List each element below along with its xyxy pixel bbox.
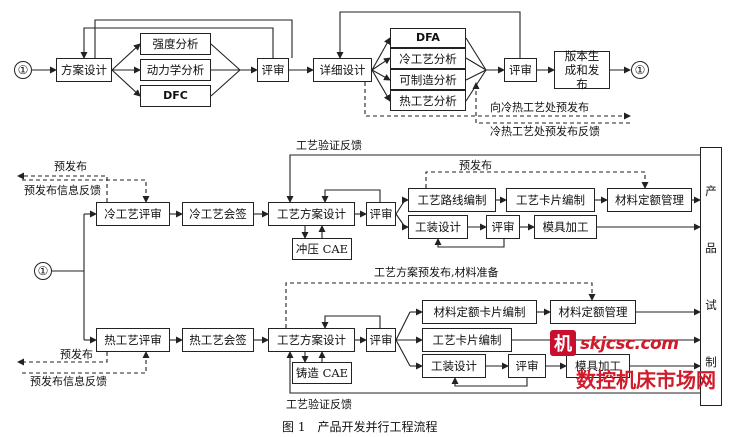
trial-char-2: 品 (705, 240, 717, 255)
figure-caption: 图 1 产品开发并行工程流程 (282, 420, 438, 434)
review-box-tooling: 评审 (486, 215, 520, 239)
pre-release-label-hot: 预发布 (60, 348, 93, 361)
material-quota-card-box: 材料定额卡片编制 (422, 300, 537, 324)
material-quota-mgmt-box: 材料定额管理 (607, 188, 692, 212)
process-card-edit-box: 工艺卡片编制 (506, 188, 595, 212)
review-box-1: 评审 (257, 58, 289, 82)
pre-release-label-cold: 预发布 (54, 160, 87, 173)
end-circle: ① (631, 61, 649, 79)
detail-design-box: 详细设计 (313, 58, 372, 82)
review-box-tooling-2: 评审 (508, 354, 546, 378)
dfa-box: DFA (390, 28, 466, 48)
hot-process-review-box: 热工艺评审 (96, 328, 170, 352)
material-quota-mgmt-box-2: 材料定额管理 (550, 300, 636, 324)
version-release-box: 版本生成和发布 (554, 49, 610, 91)
scheme-design-box: 方案设计 (56, 58, 112, 82)
hot-process-sign-box: 热工艺会签 (182, 328, 254, 352)
watermark-url: skjcsc.com (580, 334, 679, 354)
hot-pre-release-label: 工艺方案预发布,材料准备 (374, 266, 499, 279)
product-trial-box: 产 品 试 制 (700, 147, 722, 406)
pre-release-label-cold-2: 预发布 (459, 159, 492, 172)
strength-analysis-box: 强度分析 (140, 33, 211, 55)
start-circle: ① (14, 61, 32, 79)
dynamics-analysis-box: 动力学分析 (140, 59, 211, 81)
casting-cae-box: 铸造 CAE (292, 362, 352, 384)
pre-release-feedback-label: 冷热工艺处预发布反馈 (490, 125, 600, 138)
trial-char-1: 产 (705, 183, 717, 198)
mold-processing-box: 模具加工 (534, 215, 597, 239)
pre-release-info-feedback-cold: 预发布信息反馈 (24, 184, 101, 197)
hot-analysis-box: 热工艺分析 (390, 90, 466, 111)
stamping-cae-box: 冲压 CAE (292, 238, 352, 260)
pre-release-label: 向冷热工艺处预发布 (490, 101, 589, 114)
process-verification-feedback-bottom: 工艺验证反馈 (286, 398, 352, 411)
dfc-box: DFC (140, 85, 211, 107)
tooling-design-box-2: 工装设计 (422, 354, 486, 378)
process-route-edit-box: 工艺路线编制 (408, 188, 496, 212)
review-box-hot: 评审 (366, 328, 396, 352)
cold-process-sign-box: 冷工艺会签 (182, 202, 254, 226)
watermark-logo: 机 (550, 330, 576, 356)
cold-process-review-box: 冷工艺评审 (96, 202, 170, 226)
trial-char-4: 制 (705, 355, 717, 370)
watermark: 机 skjcsc.com 数控机床市场网 (550, 326, 726, 396)
review-box-2: 评审 (504, 58, 537, 82)
review-box-cold: 评审 (366, 202, 396, 226)
process-plan-design-box: 工艺方案设计 (268, 202, 355, 226)
process-plan-design-box-2: 工艺方案设计 (268, 328, 355, 352)
watermark-name: 数控机床市场网 (576, 368, 716, 392)
trial-char-3: 试 (705, 298, 717, 313)
pre-release-info-feedback-hot: 预发布信息反馈 (30, 375, 107, 388)
cold-analysis-box: 冷工艺分析 (390, 48, 466, 69)
process-verification-feedback-top: 工艺验证反馈 (296, 139, 362, 152)
manufacturability-analysis-box: 可制造分析 (390, 69, 466, 90)
process-card-edit-box-2: 工艺卡片编制 (422, 328, 512, 352)
start-circle-2: ① (34, 262, 52, 280)
tooling-design-box: 工装设计 (408, 215, 468, 239)
mold-processing-box-2: 模具加工 (566, 354, 630, 378)
